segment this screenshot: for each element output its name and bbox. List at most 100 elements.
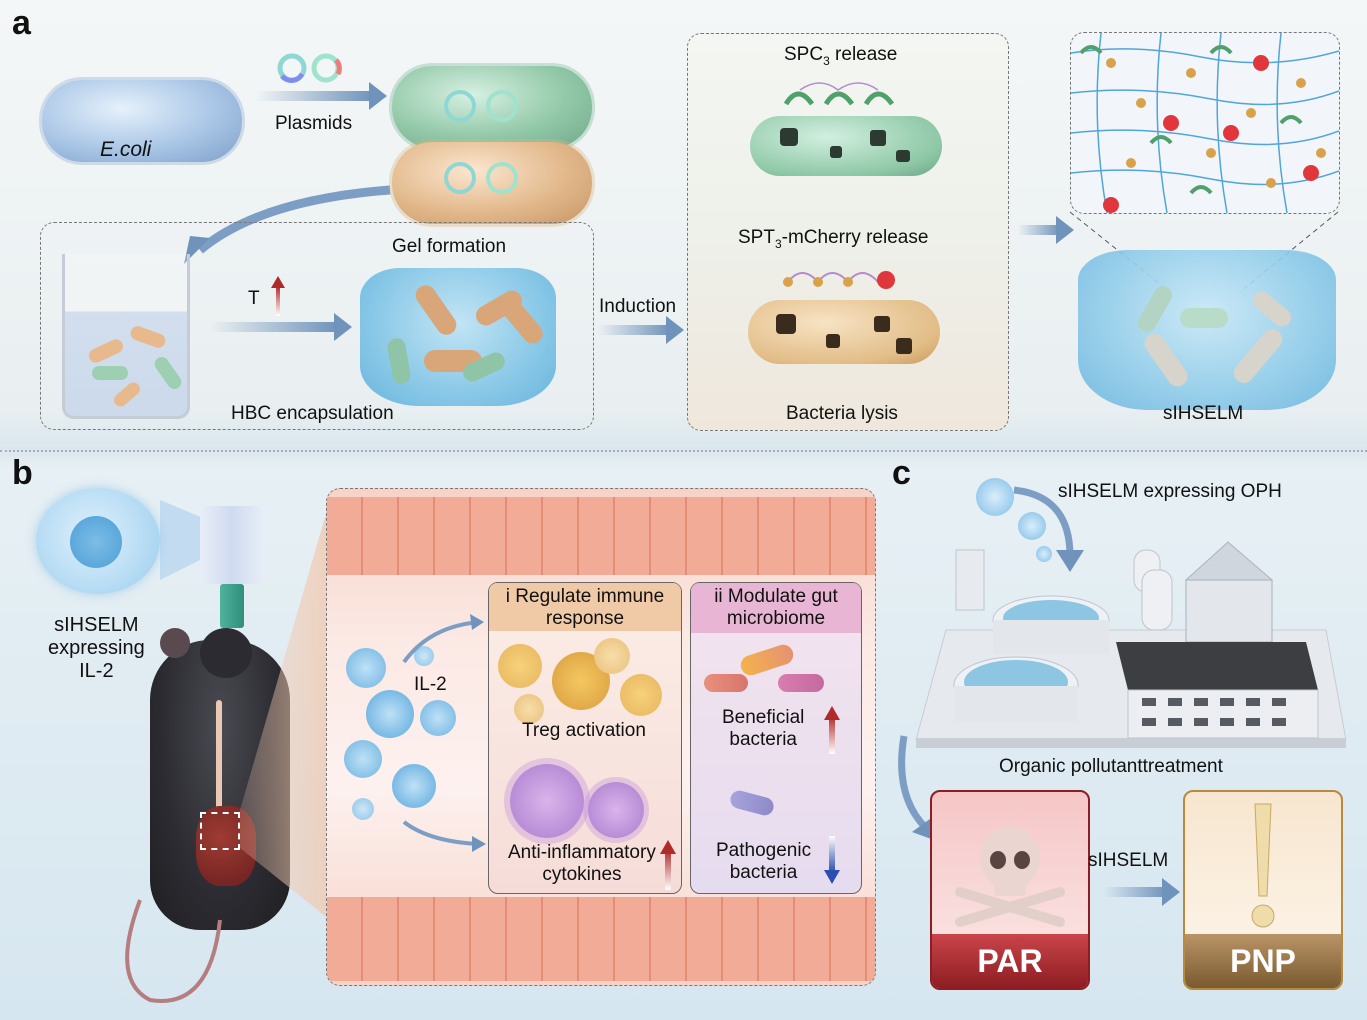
beneficial-line1: Beneficial bbox=[722, 707, 805, 728]
exclamation-icon bbox=[1251, 803, 1275, 928]
panel-divider bbox=[0, 450, 1367, 452]
spc3-subscript: 3 bbox=[823, 53, 830, 68]
lysed-bacterium-in-gel bbox=[1180, 308, 1228, 328]
hydrogel-network bbox=[1071, 33, 1339, 213]
il2-bead bbox=[344, 740, 382, 778]
lysis-hole bbox=[896, 338, 912, 354]
beneficial-line2: bacteria bbox=[729, 728, 797, 750]
pnp-label: PNP bbox=[1185, 934, 1341, 988]
modulate-microbiome-header bbox=[691, 583, 861, 633]
regulate-immune-title-line1: i Regulate immune bbox=[505, 586, 665, 607]
plasmid-transform-arrow bbox=[255, 82, 387, 110]
treg-cell bbox=[514, 694, 544, 724]
organic-pollutant-treatment-label: Organic pollutanttreatment bbox=[999, 756, 1223, 777]
cytokines-line1: Anti-inflammatory bbox=[508, 842, 656, 863]
lysis-hole bbox=[874, 316, 890, 332]
spt3-text: SPT bbox=[738, 227, 775, 248]
treg-cell bbox=[594, 638, 630, 674]
treg-cell bbox=[498, 644, 542, 688]
sihselm-microsphere bbox=[70, 516, 122, 568]
curved-arrow-to-beaker bbox=[184, 185, 391, 264]
oral-dose-line2: expressing bbox=[48, 637, 145, 659]
mouse-ear bbox=[160, 628, 190, 658]
spt3-subscript: 3 bbox=[774, 236, 782, 251]
dosing-arrow bbox=[1013, 486, 1084, 572]
lysed-green-bacterium bbox=[750, 116, 942, 176]
spt3-mcherry-chain bbox=[783, 271, 895, 289]
il2-label: IL-2 bbox=[414, 674, 447, 695]
beaker-bacterium bbox=[92, 366, 128, 380]
oral-dose-line3: IL-2 bbox=[79, 660, 114, 682]
treatment-flow-arrow bbox=[898, 735, 934, 840]
spc3-release-label: SPC3 release bbox=[784, 44, 897, 69]
beneficial-bacterium bbox=[778, 674, 824, 692]
conversion-label: sIHSELM bbox=[1088, 850, 1169, 871]
engineered-bacterium-green bbox=[392, 66, 592, 148]
hydrogel-network-inset bbox=[1070, 32, 1340, 214]
treatment-plant-illustration bbox=[915, 541, 1347, 748]
il2-bead bbox=[366, 690, 414, 738]
pathogenic-bacteria-label: Pathogenic bacteria bbox=[716, 840, 811, 884]
beneficial-bacteria-label: Beneficial bacteria bbox=[722, 707, 804, 751]
plasmids-inside-orange bbox=[444, 162, 518, 194]
zoom-cone bbox=[240, 500, 330, 920]
sihselm-bead bbox=[1018, 512, 1046, 540]
pathogenic-down-arrow-icon bbox=[824, 836, 840, 884]
ecoli-label: E.coli bbox=[100, 138, 152, 161]
beneficial-bacterium bbox=[704, 674, 748, 692]
spc3-protein-chain bbox=[783, 82, 895, 106]
esophagus bbox=[216, 700, 222, 810]
sihselm-bead bbox=[976, 478, 1014, 516]
cytokines-line2: cytokines bbox=[542, 863, 622, 885]
temperature-label: T bbox=[248, 288, 260, 309]
gel-formation-label: Gel formation bbox=[392, 236, 507, 257]
sihselm-gel-block bbox=[1078, 250, 1336, 410]
plasmid-icons bbox=[277, 53, 342, 83]
oph-label: sIHSELM expressing OPH bbox=[1058, 481, 1282, 502]
il2-bead bbox=[420, 700, 456, 736]
par-toxic-card: PAR bbox=[930, 790, 1090, 990]
pathogenic-line1: Pathogenic bbox=[716, 840, 812, 861]
spc3-text: SPC bbox=[784, 44, 824, 65]
il2-bead bbox=[414, 646, 434, 666]
pnp-card: PNP bbox=[1183, 790, 1343, 990]
induction-label: Induction bbox=[599, 296, 677, 317]
plasmids-label: Plasmids bbox=[275, 113, 353, 134]
induction-arrow bbox=[598, 316, 684, 344]
sihselm-bead bbox=[1036, 546, 1052, 562]
bacteria-lysis-label: Bacteria lysis bbox=[786, 403, 898, 424]
spt3-mcherry-release-label: SPT3-mCherry release bbox=[738, 227, 928, 252]
il2-bead bbox=[346, 648, 386, 688]
regulate-immune-box bbox=[488, 582, 682, 894]
oral-dose-label: sIHSELM expressing IL-2 bbox=[48, 614, 145, 683]
modulate-microbiome-title-line1: ii Modulate gut bbox=[714, 586, 838, 607]
il2-bead bbox=[352, 798, 374, 820]
sihselm-label: sIHSELM bbox=[1163, 403, 1244, 424]
temperature-up-arrow-icon bbox=[271, 276, 285, 316]
spt3-release-text: -mCherry release bbox=[781, 227, 929, 248]
engineered-bacterium-orange bbox=[392, 142, 592, 224]
mouse-tail bbox=[125, 899, 222, 1003]
par-label: PAR bbox=[932, 934, 1088, 988]
cytokine-cell bbox=[588, 782, 644, 838]
modulate-microbiome-title: ii Modulate gut microbiome bbox=[690, 586, 862, 630]
spc3-release-text: release bbox=[829, 44, 898, 65]
lysis-hole bbox=[780, 128, 798, 146]
ecoli-bacterium bbox=[42, 80, 242, 162]
il2-pathway-arrows bbox=[402, 614, 486, 852]
lysis-hole bbox=[870, 130, 886, 146]
lysis-hole bbox=[896, 150, 910, 162]
skull-crossbones-icon bbox=[955, 826, 1065, 927]
hbc-encapsulation-box bbox=[40, 222, 594, 430]
hbc-encapsulation-label: HBC encapsulation bbox=[231, 403, 394, 424]
lysis-hole bbox=[826, 334, 840, 348]
beneficial-up-arrow-icon bbox=[824, 706, 840, 754]
oral-dose-line1: sIHSELM bbox=[54, 614, 139, 636]
treg-activation-label: Treg activation bbox=[522, 720, 646, 741]
panel-c-letter: c bbox=[892, 454, 911, 492]
cytokine-cell bbox=[510, 764, 584, 838]
epithelium-bottom bbox=[327, 897, 875, 981]
panel-b-letter: b bbox=[12, 454, 33, 492]
cytokines-up-arrow-icon bbox=[660, 840, 676, 890]
pathogenic-line2: bacteria bbox=[729, 861, 798, 883]
